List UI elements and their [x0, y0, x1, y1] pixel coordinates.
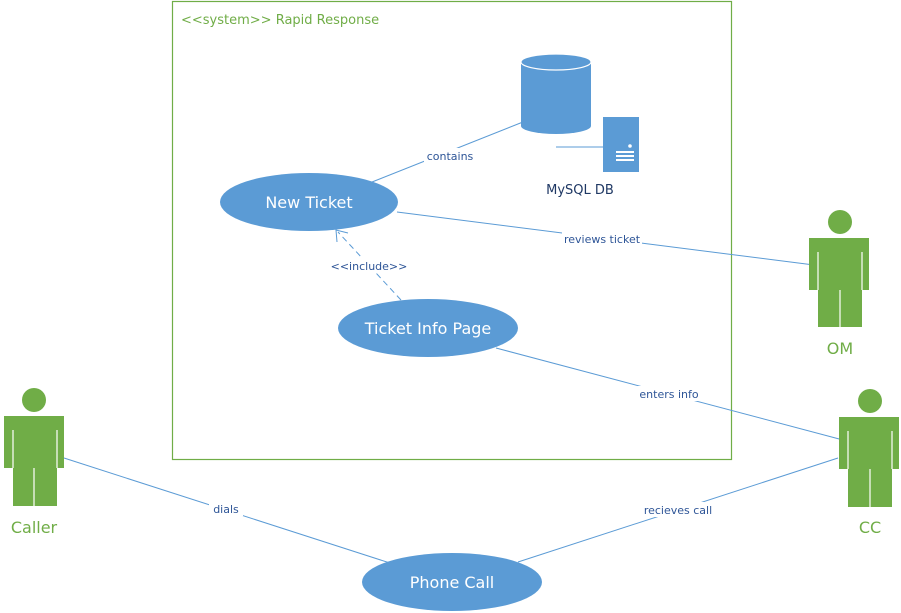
- include-label-group: <<include>>: [331, 258, 408, 273]
- enters-info-label: enters info: [639, 388, 698, 401]
- use-case-phone-call[interactable]: Phone Call: [362, 553, 542, 611]
- system-boundary[interactable]: <<system>> Rapid Response: [171, 0, 733, 461]
- actor-cc-icon: [839, 389, 899, 507]
- enters-info-label-group: enters info: [636, 386, 702, 401]
- dials-label: dials: [213, 503, 239, 516]
- ticket-info-page-label: Ticket Info Page: [364, 319, 492, 338]
- phone-call-label: Phone Call: [410, 573, 495, 592]
- include-dependency[interactable]: [335, 229, 402, 301]
- database-server-icon: [556, 117, 639, 172]
- contains-label: contains: [427, 150, 474, 163]
- use-case-ticket-info-page[interactable]: Ticket Info Page: [338, 299, 518, 357]
- actor-caller[interactable]: Caller: [4, 388, 64, 537]
- database-label: MySQL DB: [546, 183, 614, 198]
- dials-label-group: dials: [209, 501, 243, 516]
- include-label: <<include>>: [331, 260, 408, 273]
- new-ticket-label: New Ticket: [265, 193, 352, 212]
- database-cylinder-icon[interactable]: [520, 53, 592, 134]
- reviews-ticket-label: reviews ticket: [564, 233, 641, 246]
- contains-label-group: contains: [424, 148, 476, 163]
- recieves-call-label: recieves call: [644, 504, 712, 517]
- recieves-call-label-group: recieves call: [640, 502, 716, 517]
- actor-cc[interactable]: CC: [839, 389, 899, 537]
- use-case-new-ticket[interactable]: New Ticket: [220, 173, 398, 231]
- actor-om[interactable]: OM: [809, 210, 869, 358]
- actor-om-label: OM: [827, 339, 853, 358]
- actor-cc-label: CC: [859, 518, 881, 537]
- reviews-ticket-label-group: reviews ticket: [562, 231, 642, 246]
- actor-caller-icon: [4, 388, 64, 506]
- actor-caller-label: Caller: [11, 518, 58, 537]
- system-title: <<system>> Rapid Response: [181, 13, 379, 28]
- actor-om-icon: [809, 210, 869, 327]
